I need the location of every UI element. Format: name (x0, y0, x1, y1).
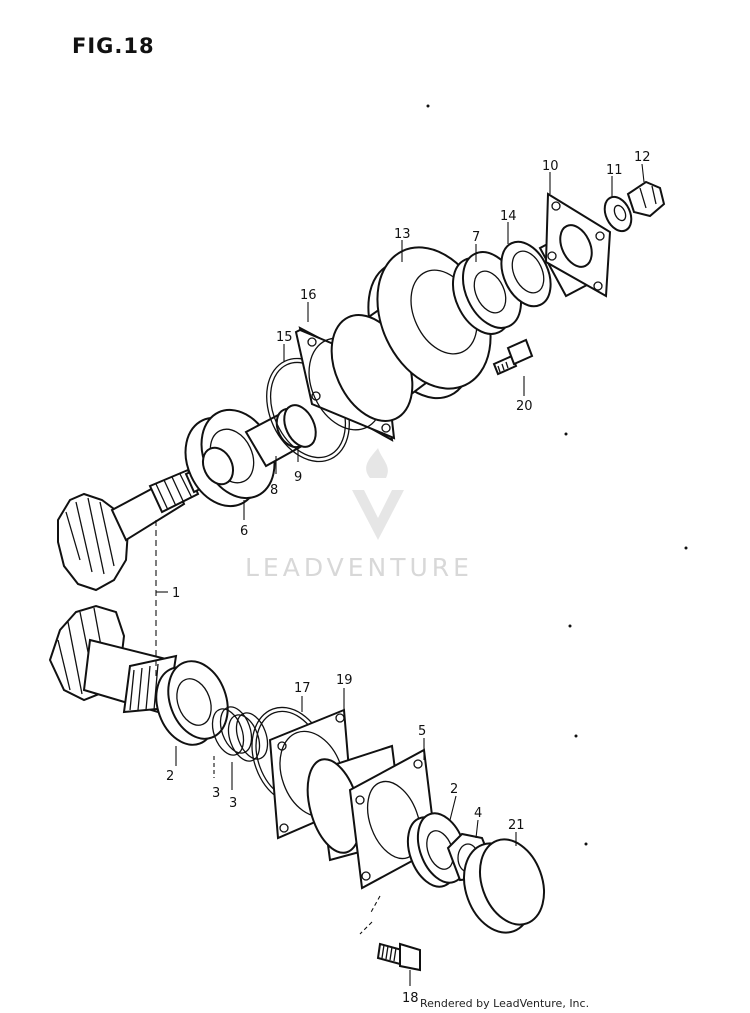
shim-9 (283, 404, 317, 448)
callout-18: 18 (402, 991, 419, 1006)
watermark-logo (352, 448, 404, 540)
flange-10 (538, 192, 612, 298)
callout-6: 6 (240, 524, 248, 539)
bearing-2-right (406, 812, 468, 888)
washer-11 (603, 195, 633, 233)
callout-7: 7 (472, 230, 480, 245)
callout-3-a: 3 (212, 786, 220, 801)
bolt-18 (376, 942, 421, 972)
callout-2-right: 2 (450, 782, 458, 797)
callout-13: 13 (394, 227, 411, 242)
callout-16: 16 (300, 288, 317, 303)
callout-10: 10 (542, 159, 559, 174)
callouts: 1 2 3 3 17 19 5 2 4 21 18 6 (155, 150, 651, 1006)
callout-12: 12 (634, 150, 651, 165)
callout-4: 4 (474, 806, 482, 821)
callout-9: 9 (294, 470, 302, 485)
pinion-gear-lower (48, 604, 178, 714)
pinion-gear-upper (57, 462, 216, 592)
footer-credit: Rendered by LeadVenture, Inc. (420, 997, 590, 1010)
scan-specks (426, 104, 688, 846)
callout-11: 11 (606, 163, 623, 178)
housing-13 (330, 246, 492, 422)
nut-12 (626, 180, 666, 218)
callout-15: 15 (276, 330, 293, 345)
oil-seal-14 (500, 240, 552, 308)
callout-20: 20 (516, 399, 533, 414)
callout-1: 1 (172, 586, 180, 601)
callout-8: 8 (270, 483, 278, 498)
callout-17: 17 (294, 681, 311, 696)
watermark-text: LEADVENTURE (245, 553, 473, 582)
callout-21: 21 (508, 818, 525, 833)
callout-3-b: 3 (229, 796, 237, 811)
bolt-20 (492, 338, 534, 376)
callout-14: 14 (500, 209, 517, 224)
cap-21 (463, 838, 545, 934)
callout-2-left: 2 (166, 769, 174, 784)
callout-19: 19 (336, 673, 353, 688)
bearing-6 (184, 408, 276, 508)
figure-title: FIG.18 (72, 34, 155, 58)
callout-5: 5 (418, 724, 426, 739)
